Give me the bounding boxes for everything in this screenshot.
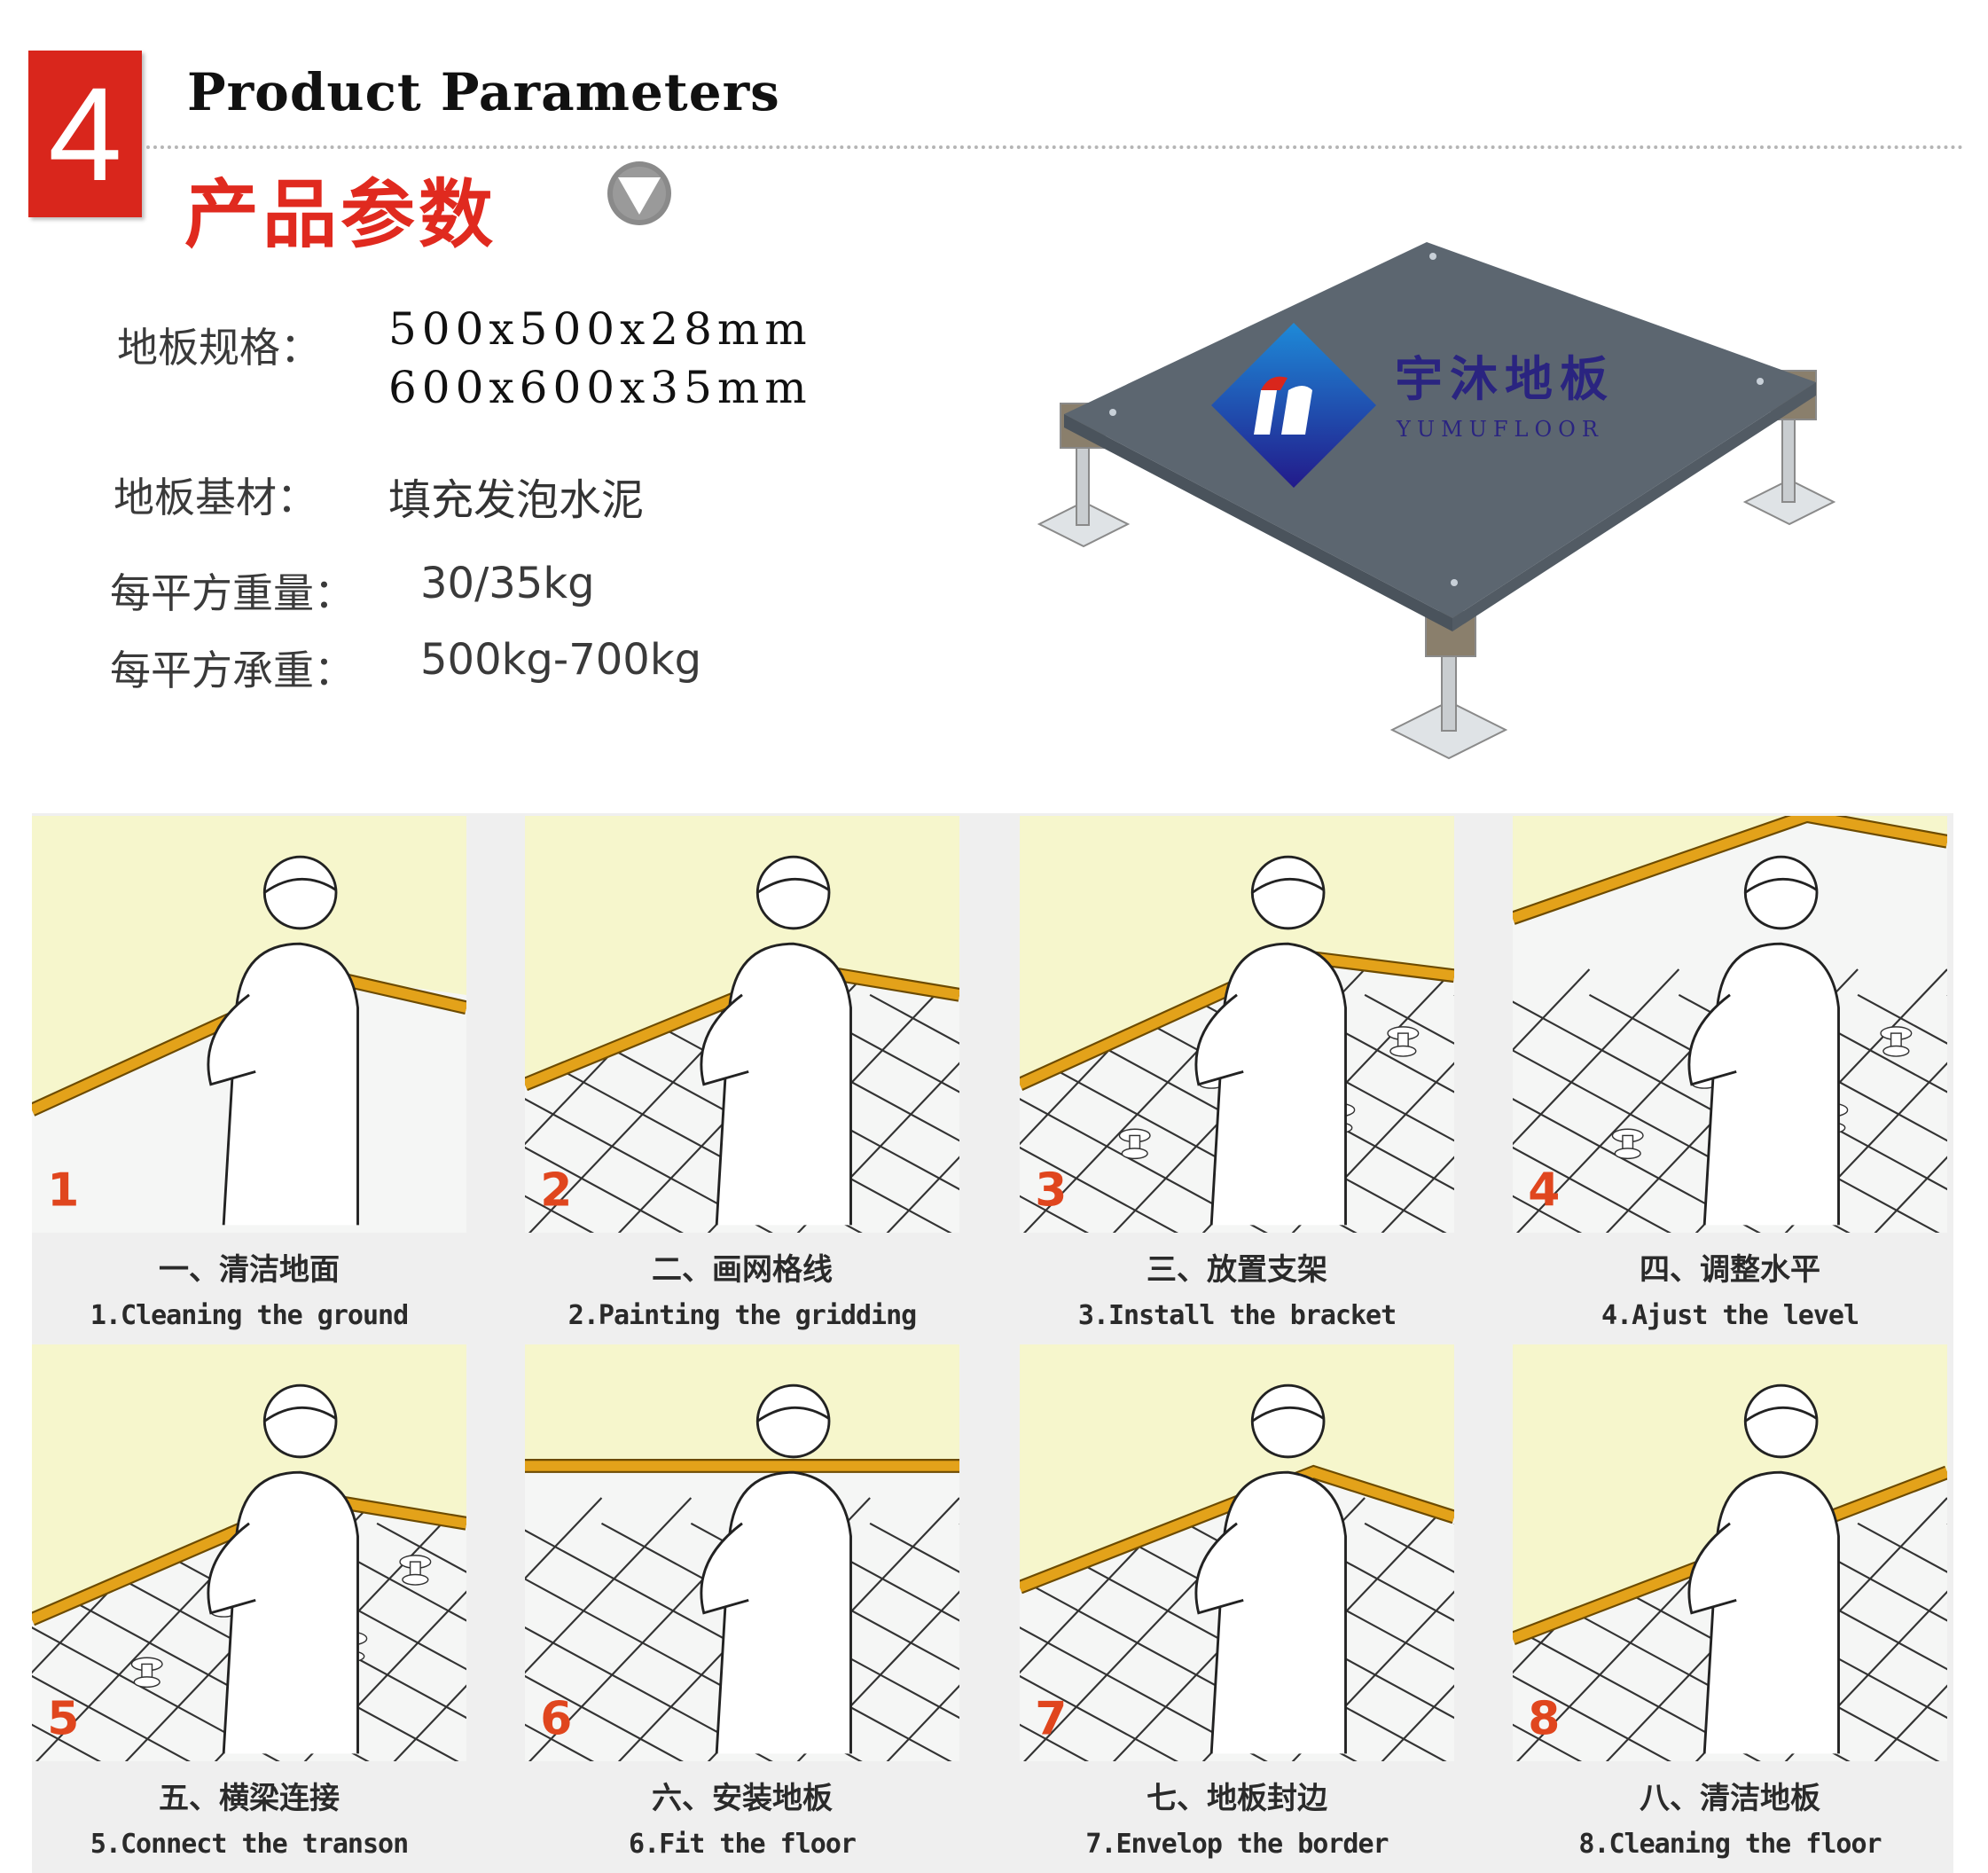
worker-figure [1194,855,1347,1226]
step-card: 3 三、放置支架 3.Install the bracket [1020,816,1454,1331]
step-caption-cn: 一、清洁地面 [159,1252,340,1288]
brand-name-cn: 宇沐地板 [1395,351,1615,407]
spec-label-load: 每平方承重： [110,647,355,694]
bracket-icon [1880,1026,1913,1057]
bracket-icon [1118,1128,1151,1160]
spec-value-weight: 30/35kg [420,559,595,608]
step-card: 7 七、地板封边 7.Envelop the border [1020,1344,1454,1860]
step-number: 2 [540,1164,572,1218]
step-number: 5 [47,1693,79,1746]
step-caption-cn: 二、画网格线 [652,1252,833,1288]
bracket-icon [130,1657,163,1689]
dotted-divider [146,145,1964,149]
step-caption-en: 7.Envelop the border [1085,1829,1389,1860]
step-illustration: 7 [1020,1344,1454,1761]
step-card: 6 六、安装地板 6.Fit the floor [525,1344,959,1860]
step-number: 7 [1035,1693,1067,1746]
worker-figure [1194,1383,1347,1754]
step-card: 4 四、调整水平 4.Ajust the level [1513,816,1947,1331]
raised-floor-panel-image: 宇沐地板 YUMUFLOOR [1037,242,1835,760]
step-caption-en: 1.Cleaning the ground [90,1300,409,1331]
step-illustration: 2 [525,816,959,1233]
section-title-cn: 产品参数 [184,171,497,258]
step-caption-en: 2.Painting the gridding [567,1300,917,1331]
step-caption-en: 4.Ajust the level [1601,1300,1859,1331]
step-card: 1 一、清洁地面 1.Cleaning the ground [32,816,466,1331]
step-illustration: 6 [525,1344,959,1761]
spec-value-size-2: 600x600x35mm [388,362,812,413]
step-caption-cn: 四、调整水平 [1640,1252,1820,1288]
step-caption-cn: 五、横梁连接 [159,1781,340,1816]
spec-label-weight: 每平方重量： [110,569,355,617]
worker-figure [700,1383,852,1754]
step-card: 8 八、清洁地板 8.Cleaning the floor [1513,1344,1947,1860]
step-illustration: 8 [1513,1344,1947,1761]
step-illustration: 4 [1513,816,1947,1233]
spec-value-size-1: 500x500x28mm [388,303,812,355]
step-number: 1 [47,1164,79,1218]
step-illustration: 5 [32,1344,466,1761]
section-title-en: Product Parameters [187,62,780,122]
step-card: 2 二、画网格线 2.Painting the gridding [525,816,959,1331]
step-caption-cn: 六、安装地板 [652,1781,833,1816]
step-caption-en: 5.Connect the transon [90,1829,409,1860]
step-caption-en: 3.Install the bracket [1077,1300,1397,1331]
worker-figure [700,855,852,1226]
brand-name-en: YUMUFLOOR [1396,417,1604,442]
step-caption-cn: 三、放置支架 [1147,1252,1327,1288]
bracket-icon [1387,1026,1420,1057]
step-illustration: 1 [32,816,466,1233]
step-caption-en: 8.Cleaning the floor [1578,1829,1882,1860]
step-number: 3 [1035,1164,1067,1218]
worker-figure [1687,1383,1840,1754]
step-number: 6 [540,1693,572,1746]
step-caption-cn: 七、地板封边 [1147,1781,1327,1816]
worker-figure [1687,855,1840,1226]
yumufloor-logo: 宇沐地板 YUMUFLOOR [1211,323,1615,488]
step-number: 8 [1528,1693,1560,1746]
section-number-badge: 4 [28,51,142,217]
spec-value-load: 500kg-700kg [420,635,702,685]
bracket-icon [399,1555,432,1586]
bracket-icon [1611,1128,1644,1160]
worker-figure [207,855,359,1226]
spec-label-size: 地板规格： [117,324,321,372]
worker-figure [207,1383,359,1754]
step-number: 4 [1528,1164,1560,1218]
step-card: 5 五、横梁连接 5.Connect the transon [32,1344,466,1860]
step-illustration: 3 [1020,816,1454,1233]
spec-value-material: 填充发泡水泥 [388,475,645,525]
spec-label-material: 地板基材： [113,474,317,521]
down-triangle-icon [607,161,671,225]
step-caption-en: 6.Fit the floor [629,1829,857,1860]
step-caption-cn: 八、清洁地板 [1640,1781,1820,1816]
